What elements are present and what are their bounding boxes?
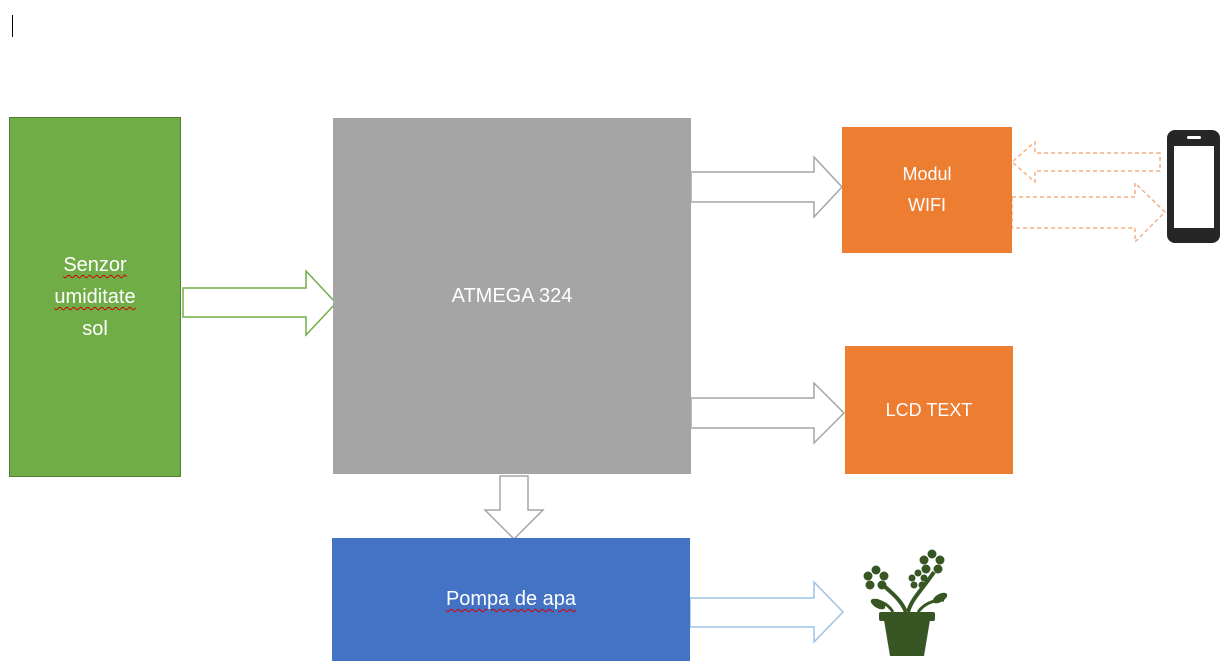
- arrow-mcu-to-wifi: [690, 155, 844, 219]
- mcu-label: ATMEGA 324: [451, 284, 573, 307]
- sensor-label-line3: sol: [82, 318, 108, 340]
- arrow-mcu-to-lcd: [690, 381, 846, 445]
- potted-plant-icon: [863, 549, 948, 656]
- arrow-mcu-to-pump: [483, 475, 545, 541]
- flower-right: [919, 549, 945, 574]
- sensor-label-line1: Senzor: [63, 254, 127, 276]
- flower-top: [908, 569, 928, 589]
- sensor-label-line2: umiditate: [54, 286, 136, 308]
- lcd-block: LCD TEXT: [845, 346, 1013, 474]
- pump-block: Pompa de apa: [332, 538, 690, 661]
- wifi-label-line2: WIFI: [908, 195, 946, 215]
- smartphone-icon: [1167, 130, 1220, 243]
- arrow-sensor-to-mcu: [182, 269, 338, 337]
- mcu-block: ATMEGA 324: [333, 118, 691, 474]
- wifi-module-block: Modul WIFI: [842, 127, 1012, 253]
- lcd-label: LCD TEXT: [885, 399, 973, 420]
- flower-left: [863, 565, 889, 590]
- pump-label: Pompa de apa: [445, 588, 577, 610]
- arrow-wifi-to-phone: [1011, 181, 1167, 244]
- arrow-pump-to-plant: [689, 580, 845, 644]
- sensor-block: Senzor umiditate sol: [9, 117, 181, 477]
- arrow-phone-to-wifi: [1010, 140, 1161, 184]
- wifi-label-line1: Modul: [902, 163, 952, 184]
- text-cursor: [12, 15, 13, 37]
